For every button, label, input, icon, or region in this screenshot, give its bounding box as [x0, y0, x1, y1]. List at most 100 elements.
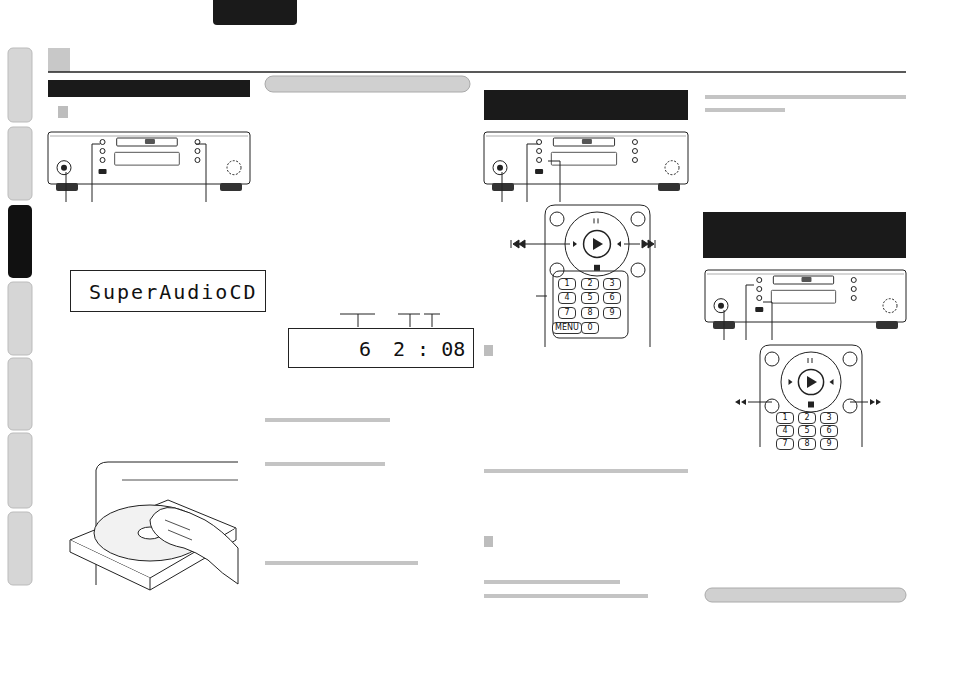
bracket-line [398, 314, 420, 315]
key-label: 3 [826, 414, 831, 422]
key-label: 9 [609, 309, 614, 317]
leader-line [432, 314, 433, 327]
skip-symbol [573, 241, 577, 247]
rule-bar [705, 108, 785, 112]
front-button [537, 158, 542, 163]
usb-port [535, 169, 543, 174]
display-readout: 6 [359, 339, 371, 359]
disc-tray [553, 138, 614, 146]
leader-line [502, 172, 503, 202]
power-knob-center [497, 165, 503, 171]
front-button [757, 287, 762, 292]
heading-bar [484, 90, 688, 120]
power-knob-center [718, 303, 724, 309]
power-knob [57, 161, 71, 175]
side-tab [8, 433, 32, 508]
remote-key: 6 [603, 292, 621, 304]
display-readout: SuperAudioCD [89, 282, 258, 302]
rule-bar [265, 418, 390, 422]
remote-side-key [765, 399, 779, 413]
numeric-key-group [553, 271, 628, 338]
power-knob [714, 299, 728, 313]
skip-symbol [830, 379, 834, 385]
side-tab [8, 48, 32, 122]
tray-logo [801, 277, 811, 282]
key-label: 5 [804, 427, 809, 435]
key-label: MENU [555, 324, 579, 332]
front-button [757, 278, 762, 283]
power-knob [493, 161, 507, 175]
leader-line [724, 310, 725, 340]
remote-side-key [843, 352, 857, 366]
player-top-edge [486, 136, 686, 137]
remote-key: 4 [558, 292, 576, 304]
play-symbol [807, 376, 817, 388]
player-foot [220, 183, 242, 191]
rule-bar [484, 594, 648, 598]
front-button [632, 149, 637, 154]
player-body [705, 270, 906, 322]
key-label: 8 [587, 309, 592, 317]
remote-key: 5 [581, 292, 599, 304]
enter-ring [584, 231, 611, 258]
front-button [632, 140, 637, 145]
key-label: 3 [609, 280, 614, 288]
heading-bar [703, 212, 906, 258]
front-button [851, 296, 856, 301]
leader-line [548, 161, 560, 202]
section-tab [213, 0, 297, 25]
remote-key: 2 [798, 412, 816, 424]
skip-symbol [789, 379, 793, 385]
front-button [100, 158, 105, 163]
display-window: 6 2 : 08 [288, 328, 474, 368]
display-readout: 2 : 08 [393, 339, 465, 359]
leader-line [763, 302, 772, 340]
front-button [537, 149, 542, 154]
heading-marker [48, 48, 70, 72]
player-foot [56, 183, 78, 191]
leader-line [624, 244, 640, 245]
key-label: 4 [564, 294, 569, 302]
rule-bar [484, 469, 688, 473]
pause-symbol [808, 358, 812, 363]
disc-tray [773, 276, 833, 284]
rule-bar [484, 580, 620, 584]
side-tab [8, 512, 32, 585]
front-button [851, 278, 856, 283]
subheading-bar [705, 588, 906, 602]
skip-fwd-symbol [642, 240, 655, 248]
item-marker [484, 345, 493, 356]
heading-rule [48, 71, 906, 73]
remote-side-key [765, 352, 779, 366]
leader-line [520, 244, 570, 245]
player-top-edge [707, 274, 904, 275]
volume-knob [227, 161, 241, 175]
front-button [632, 158, 637, 163]
player-foot [658, 183, 680, 191]
remote-key: 9 [820, 438, 838, 450]
key-label: 6 [609, 294, 614, 302]
heading-bar [48, 80, 250, 97]
leader-line [358, 314, 359, 327]
key-label: 4 [782, 427, 787, 435]
leader-line [196, 144, 206, 202]
remote-side-key [631, 263, 645, 277]
remote-body [760, 345, 862, 449]
key-label: 9 [826, 440, 831, 448]
remote-side-key [550, 263, 564, 277]
skip-back-symbol [511, 240, 525, 248]
display-window: SuperAudioCD [70, 270, 266, 312]
leader-line [536, 296, 547, 297]
direction-pad [565, 212, 629, 276]
item-marker [484, 536, 493, 547]
skip-symbol [617, 241, 621, 247]
power-knob-center [61, 165, 67, 171]
play-symbol [593, 238, 603, 250]
tray-logo [582, 139, 592, 144]
leader-line [66, 172, 67, 202]
key-label: 2 [804, 414, 809, 422]
direction-pad [781, 352, 841, 412]
remote-key: 1 [776, 412, 794, 424]
front-button [195, 149, 200, 154]
